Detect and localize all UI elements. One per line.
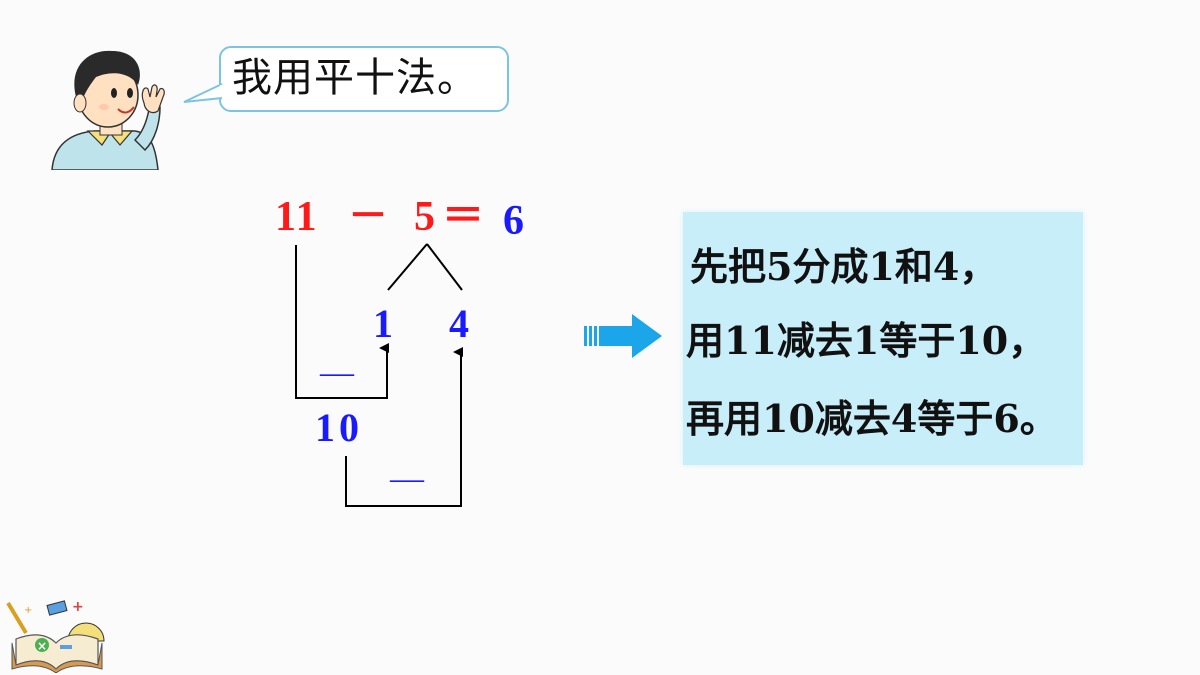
svg-text:+: + [72,599,84,615]
speech-bubble-tail [183,83,224,103]
bracket-step1 [295,245,389,399]
speech-text: 我用平十法。 [232,55,478,101]
split-branch-left [387,243,428,291]
intermediate-ten: 10 [315,405,363,450]
explanation-line-3: 再用10减去4等于6。 [686,396,1058,441]
split-part-4: 4 [449,301,469,346]
equation-minuend: 11 [275,194,319,240]
step1-minus-sign: — [320,354,354,391]
equation-minus-sign: － [348,193,388,238]
math-book-icon: + + × [6,599,105,673]
speech-bubble [219,46,509,112]
bracket-step2 [345,347,463,507]
explanation-line-1: 先把5分成1和4， [690,244,998,289]
explanation-line-2: 用11减去1等于10， [686,318,1047,363]
equation-result: 6 [503,198,524,244]
equation-equals-sign: ＝ [442,194,485,240]
svg-text:+: + [24,605,32,616]
boy-character-illustration [51,50,165,170]
equation-subtrahend: 5 [414,194,435,240]
split-part-1: 1 [373,301,393,346]
explanation-panel [683,212,1083,465]
arrow-right-icon [584,314,662,358]
step2-minus-sign: — [390,460,424,497]
split-branch-right [426,243,463,291]
svg-text:×: × [37,639,47,653]
